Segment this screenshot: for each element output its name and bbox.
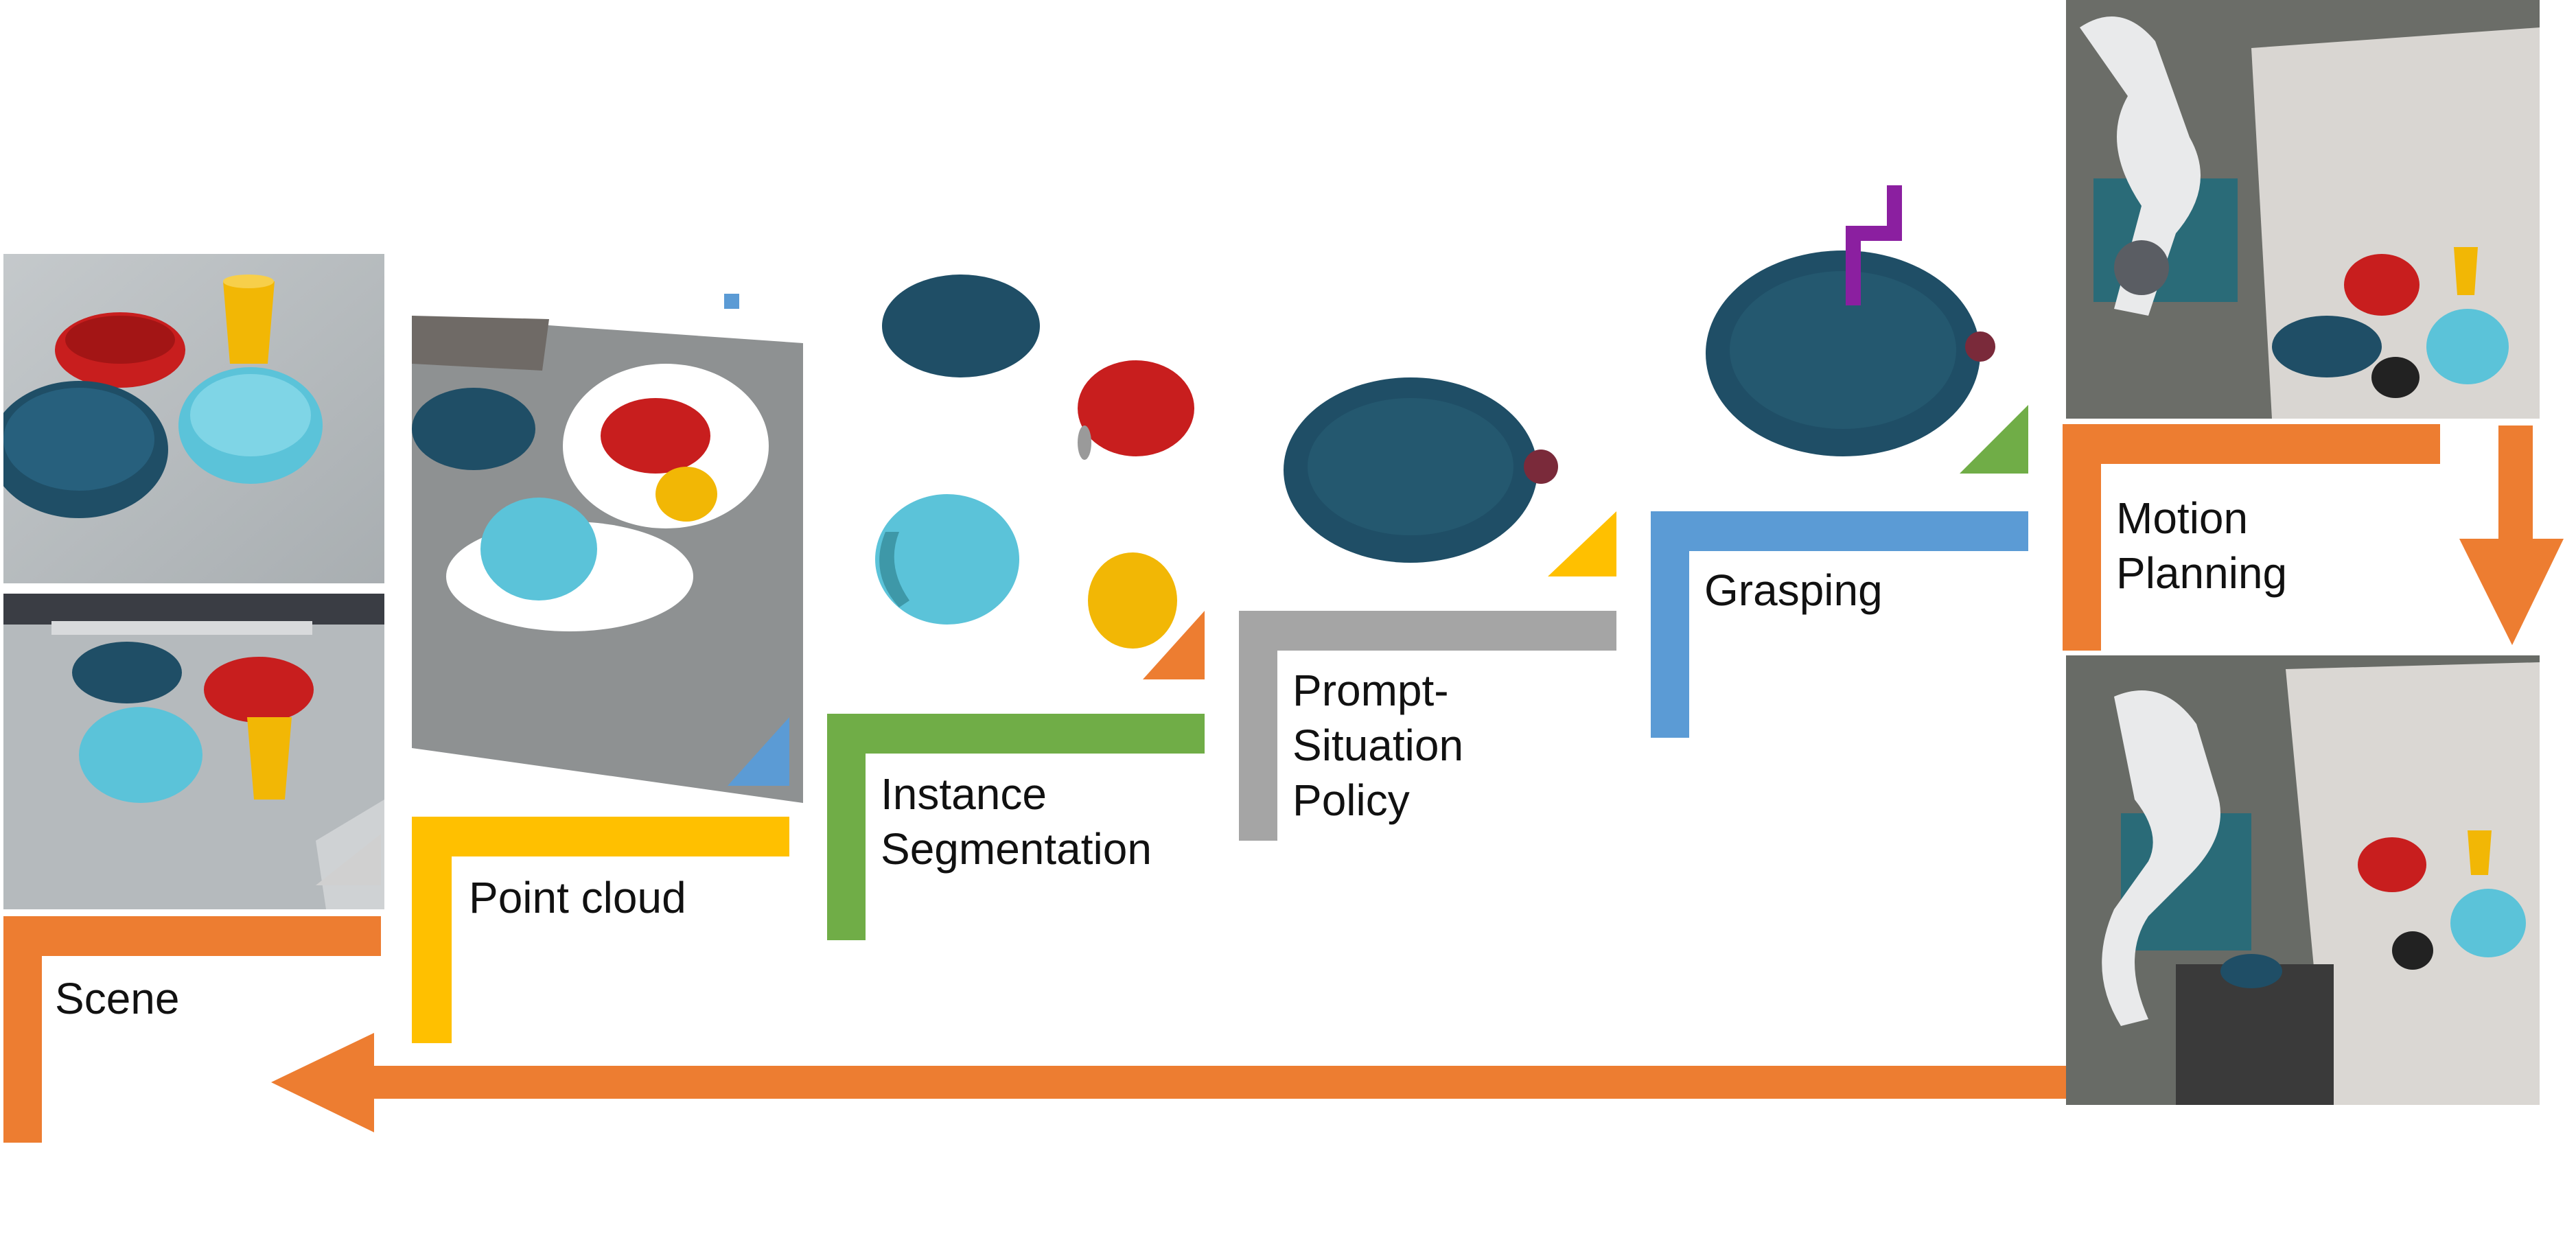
point-cloud-image bbox=[412, 254, 803, 803]
policy-selected-object bbox=[1270, 364, 1579, 570]
grasp-image bbox=[1692, 182, 2008, 477]
segmentation-bracket bbox=[827, 714, 1205, 754]
label-instance-segmentation: Instance Segmentation bbox=[881, 769, 1152, 874]
label-prompt-situation-policy: Prompt- Situation Policy bbox=[1292, 666, 1464, 825]
return-arrow bbox=[371, 1066, 2066, 1099]
grasping-bracket bbox=[1651, 511, 2028, 551]
down-arrow bbox=[2498, 425, 2533, 542]
scene-photo-bottom bbox=[3, 594, 384, 909]
segmentation-image bbox=[844, 271, 1208, 690]
robot-photo-top bbox=[2066, 0, 2540, 419]
label-motion-planning: Motion Planning bbox=[2116, 493, 2288, 598]
label-grasping: Grasping bbox=[1704, 565, 1883, 615]
robot-photo-bottom bbox=[2066, 655, 2540, 1105]
scene-bracket bbox=[3, 916, 381, 956]
point-cloud-bracket bbox=[412, 817, 789, 856]
label-scene: Scene bbox=[55, 974, 180, 1023]
motion-planning-bracket bbox=[2063, 424, 2440, 464]
label-point-cloud: Point cloud bbox=[469, 873, 686, 922]
policy-bracket bbox=[1239, 611, 1616, 651]
scene-photo-top bbox=[3, 254, 384, 583]
